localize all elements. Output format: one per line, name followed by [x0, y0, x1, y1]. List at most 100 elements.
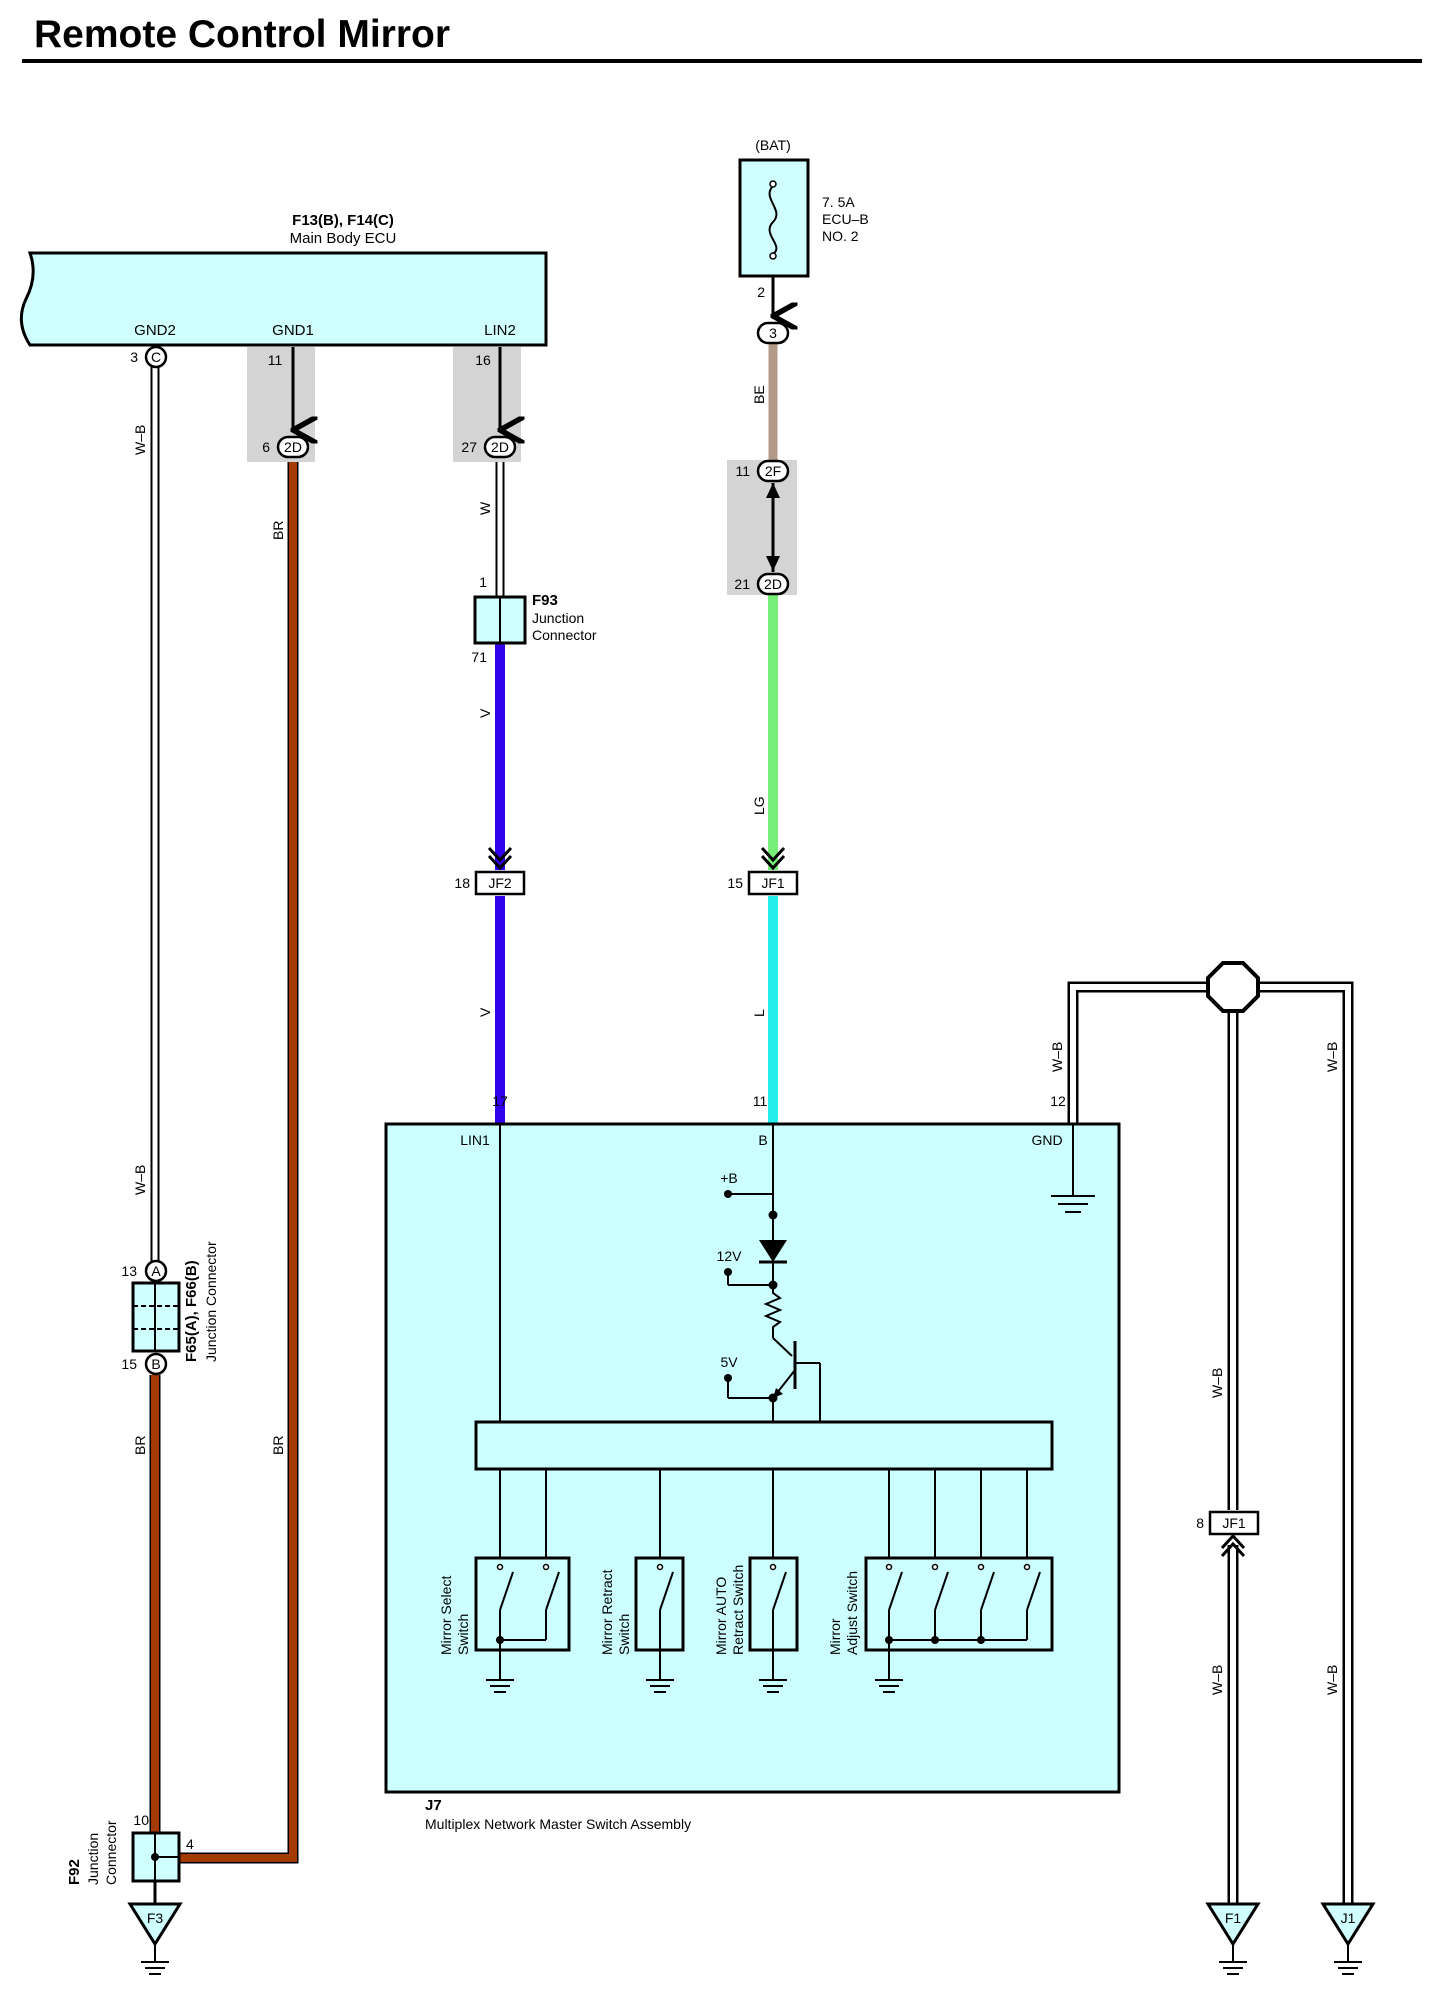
- ground-f1: [1205, 1902, 1261, 1975]
- j7-b-label: B: [758, 1132, 767, 1148]
- mirror-retract-switch: [634, 1556, 685, 1693]
- fuse-pin: 2: [757, 284, 765, 300]
- wire-label-gnd2-mid: W–B: [132, 1165, 148, 1195]
- conn-2f-label: 2F: [765, 463, 781, 479]
- mirror-select-switch: [474, 1556, 571, 1693]
- j7-internal-ground: [1051, 1124, 1095, 1213]
- wire-label-gnd-wb-right-top: W–B: [1324, 1042, 1340, 1072]
- conn-2d-lin2: [483, 435, 517, 459]
- f65-connector-b: [144, 1352, 168, 1376]
- wire-gnd-wb-network: [1067, 981, 1354, 1930]
- wire-label-v-upper: V: [477, 708, 493, 718]
- conn-jf1-top-label: JF1: [761, 875, 785, 891]
- ground-j1-label: J1: [1341, 1910, 1356, 1926]
- conn-2d-gnd1-pin: 6: [262, 439, 270, 455]
- j7-b-circuit: [724, 1124, 821, 1422]
- f92-pin-a: 10: [133, 1812, 149, 1828]
- f65-pin-b: 15: [121, 1356, 137, 1372]
- conn-2d-gnd1-label: 2D: [284, 439, 302, 455]
- conn-jf1-bottom-label: JF1: [1222, 1515, 1246, 1531]
- f93-pin-out: 71: [471, 649, 487, 665]
- f93-name-1: Junction: [532, 610, 584, 626]
- mirror-adjust-label-2: Adjust Switch: [844, 1571, 860, 1655]
- j7-pin-lin1: 17: [492, 1093, 508, 1109]
- ecu-pin-gnd2: 3: [130, 349, 138, 365]
- mirror-retract-label-2: Switch: [616, 1614, 632, 1655]
- f92-pin-b: 4: [186, 1836, 194, 1852]
- mirror-adjust-label-1: Mirror: [827, 1618, 843, 1655]
- wire-label-gnd-wb-low-right: W–B: [1324, 1665, 1340, 1695]
- j7-code: J7: [425, 1797, 442, 1814]
- mirror-auto-label-1: Mirror AUTO: [713, 1577, 729, 1655]
- j7-bus-block: [474, 1420, 1054, 1471]
- mirror-auto-label-2: Retract Switch: [730, 1565, 746, 1655]
- wire-label-gnd-wb-mid: W–B: [1209, 1368, 1225, 1398]
- wire-label-f65-lower: BR: [132, 1436, 148, 1455]
- conn-2f: [756, 459, 790, 483]
- ecu-connector-c-label: C: [151, 349, 161, 365]
- wire-label-l: L: [751, 1009, 767, 1017]
- mirror-retract-label-1: Mirror Retract: [599, 1569, 615, 1655]
- wire-gnd1-br: [175, 460, 299, 1864]
- f65-connector-a: [144, 1259, 168, 1283]
- battery-source-label: (BAT): [755, 137, 791, 153]
- ecu-name: Main Body ECU: [290, 230, 397, 247]
- conn-3-label: 3: [769, 325, 777, 341]
- conn-3: [756, 321, 790, 345]
- j7-pin-gnd: 12: [1050, 1093, 1066, 1109]
- wire-label-lin2-w: W: [477, 501, 493, 515]
- main-body-ecu: F13(B), F14(C) Main Body ECU GND2 GND1 L…: [19, 212, 548, 347]
- wire-label-be: BE: [751, 385, 767, 404]
- j7-plus-b-label: +B: [720, 1170, 738, 1186]
- fuse-name: ECU–B: [822, 211, 869, 227]
- splice-point-octagon: [1206, 961, 1260, 1013]
- j7-gnd-label: GND: [1031, 1132, 1062, 1148]
- conn-jf1-bottom-pin: 8: [1196, 1515, 1204, 1531]
- resistor-icon: [763, 1285, 783, 1338]
- ecu-pin-gnd1: 11: [268, 352, 283, 368]
- f65-code: F65(A), F66(B): [183, 1260, 200, 1362]
- wire-label-gnd-wb-low-left: W–B: [1209, 1665, 1225, 1695]
- conn-2d-bat-pin: 21: [734, 576, 750, 592]
- splice-box-bat: [727, 460, 797, 595]
- mirror-auto-retract-switch: [748, 1556, 799, 1693]
- conn-2d-bat: [756, 572, 790, 596]
- ecu-pin-gnd1-label: GND1: [272, 322, 314, 339]
- conn-jf2-pin: 18: [454, 875, 470, 891]
- ground-j1: [1320, 1902, 1376, 1975]
- f93-pin-in: 1: [479, 574, 487, 590]
- ecu-pin-lin2-label: LIN2: [484, 322, 516, 339]
- conn-2d-lin2-label: 2D: [491, 439, 509, 455]
- conn-2d-gnd1: [276, 435, 310, 459]
- f65-name: Junction Connector: [203, 1241, 219, 1362]
- wire-label-lg: LG: [751, 796, 767, 815]
- mirror-select-label-2: Switch: [455, 1614, 471, 1655]
- f65-pin-a: 13: [121, 1263, 137, 1279]
- fuse-rating: 7. 5A: [822, 194, 855, 210]
- mirror-select-label-1: Mirror Select: [438, 1576, 454, 1655]
- ecu-code: F13(B), F14(C): [292, 212, 394, 229]
- conn-jf1-bottom: [1208, 1510, 1260, 1536]
- conn-jf2: [474, 870, 526, 896]
- ecu-pin-lin2: 16: [475, 352, 491, 368]
- f92-name-1: Junction: [85, 1833, 101, 1885]
- wire-label-gnd-wb-top: W–B: [1049, 1042, 1065, 1072]
- diode-icon: [759, 1240, 787, 1262]
- wire-label-v-lower: V: [477, 1007, 493, 1017]
- ground-f1-label: F1: [1225, 1910, 1242, 1926]
- mirror-adjust-switch: [864, 1556, 1054, 1693]
- conn-jf1-top-pin: 15: [727, 875, 743, 891]
- f92-code: F92: [66, 1859, 83, 1885]
- ground-f3-label: F3: [147, 1910, 164, 1926]
- j7-name: Multiplex Network Master Switch Assembly: [425, 1816, 691, 1832]
- j7-lin1-label: LIN1: [460, 1132, 490, 1148]
- f93-name-2: Connector: [532, 627, 597, 643]
- wire-label-gnd1-upper: BR: [270, 521, 286, 540]
- conn-jf1-top: [747, 870, 799, 896]
- f65-conn-b-label: B: [151, 1356, 160, 1372]
- f65-conn-a-label: A: [151, 1263, 161, 1279]
- ecu-connector-c: [144, 345, 168, 369]
- f92-name-2: Connector: [103, 1820, 119, 1885]
- conn-2f-pin: 11: [735, 463, 750, 479]
- fuse-no: NO. 2: [822, 228, 859, 244]
